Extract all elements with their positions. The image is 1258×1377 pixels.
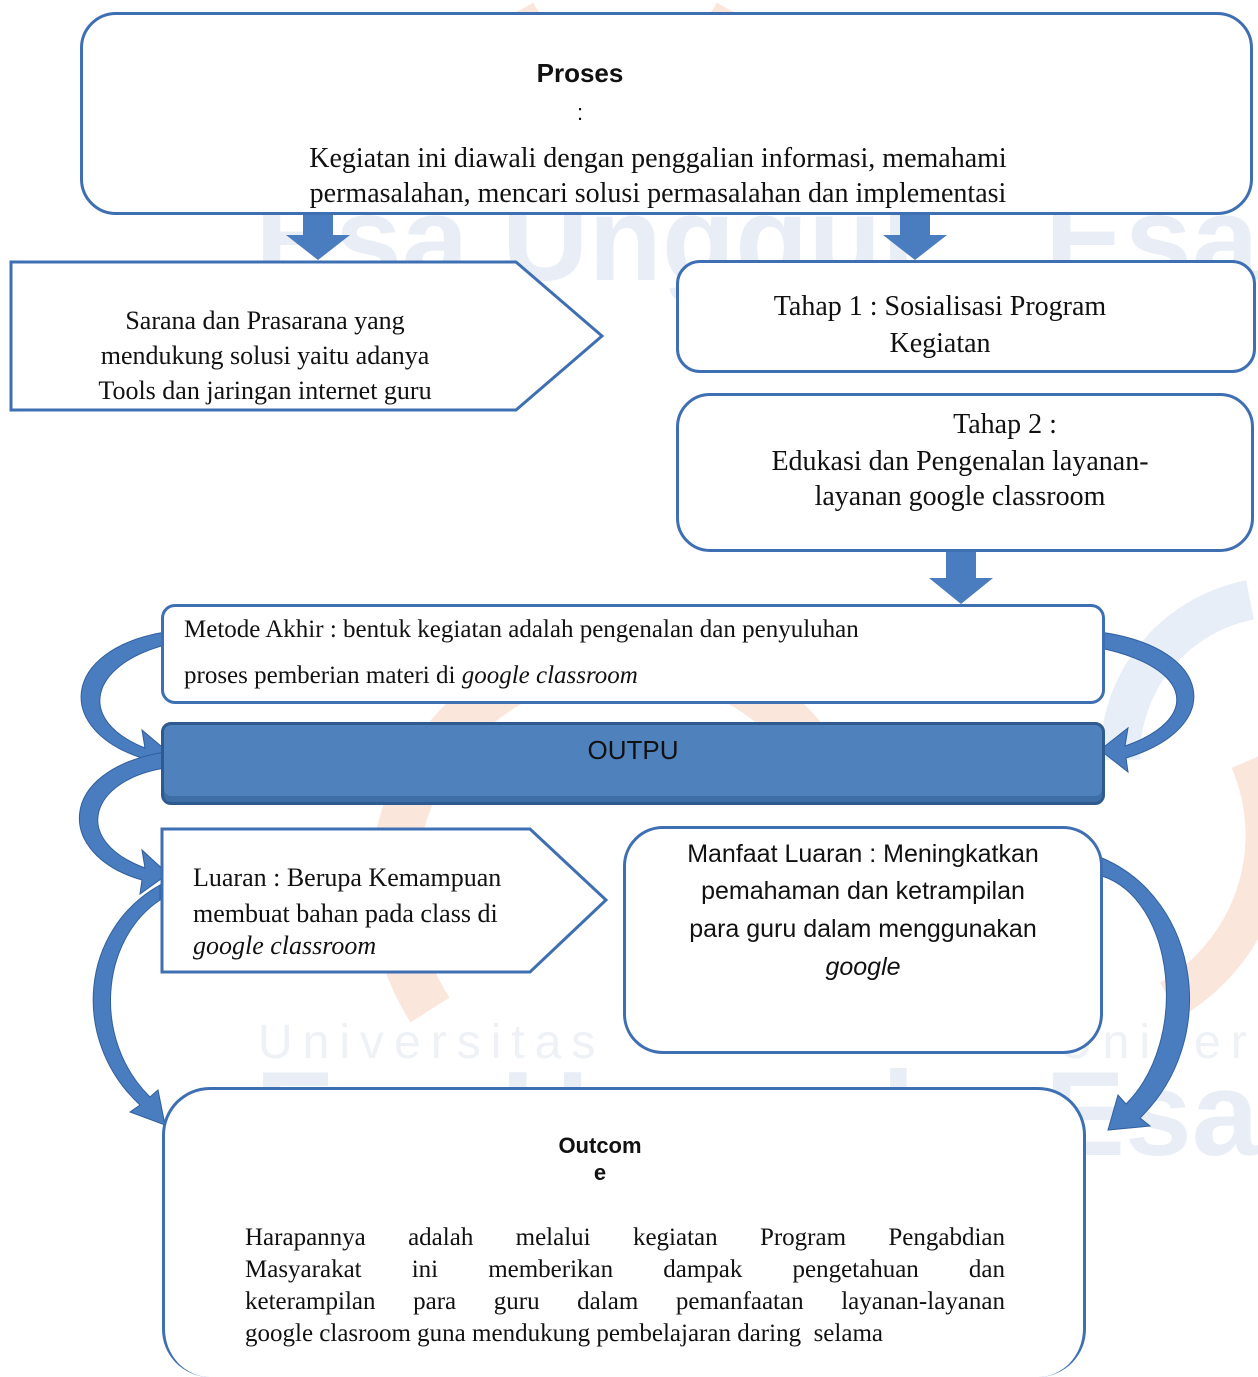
outcome-line2: Masyarakat ini memberikan dampak pengeta… [245,1256,1005,1283]
proses-line2: permasalahan, mencari solusi permasalaha… [309,178,1007,209]
sarana-line2: mendukung solusi yaitu adanya [100,341,430,370]
curved-arrow-icon [80,631,169,774]
manfaat-line1: Manfaat Luaran : Meningkatkan [687,840,1039,868]
tahap1-line2: Kegiatan [889,328,991,359]
manfaat-line2: pemahaman dan ketrampilan [701,877,1025,905]
tahap2-line1: Tahap 2 : [953,409,1057,440]
outcome-box [162,1087,1086,1377]
curved-arrow-icon [78,751,169,896]
luaran-line1: Luaran : Berupa Kemampuan [193,863,502,892]
tahap1-box [676,260,1256,373]
metode-line2: proses pemberian materi di google classr… [184,660,1084,692]
manfaat-box [623,826,1103,1054]
manfaat-line4: google [825,953,901,981]
manfaat-line3: para guru dalam menggunakan [689,915,1037,943]
proses-colon: : [576,100,584,125]
sarana-line3: Tools dan jaringan internet guru [98,376,432,405]
arrow-down-icon [929,552,993,604]
outcome-line4: google clasroom guna mendukung pembelaja… [245,1320,883,1347]
metode-box [161,604,1105,704]
tahap2-box [676,393,1254,552]
luaran-shape [160,827,609,974]
curved-arrow-icon [92,884,166,1126]
metode-line2-italic: google classroom [461,662,638,689]
sarana-shape [9,260,605,412]
outcome-title-line2: e [593,1160,607,1185]
curved-arrow-icon [1099,631,1195,774]
outcome-title-line1: Outcom [558,1133,642,1158]
luaran-line3: google classroom [193,931,377,960]
output-bar [161,722,1105,805]
output-label: OUTPU [587,735,679,765]
tahap2-line2: Edukasi dan Pengenalan layanan- [771,446,1149,477]
curved-arrow-icon [1101,857,1191,1131]
proses-title: Proses [536,58,624,88]
proses-box [80,12,1253,215]
tahap2-line3: layanan google classroom [814,481,1106,512]
metode-line2-prefix: proses pemberian materi di [184,662,462,689]
luaran-line2: membuat bahan pada class di [193,899,498,928]
arrow-down-icon [883,212,947,260]
arrow-down-icon [286,212,350,260]
sarana-line1: Sarana dan Prasarana yang [125,306,405,335]
metode-line1: Metode Akhir : bentuk kegiatan adalah pe… [184,616,859,643]
proses-line1: Kegiatan ini diawali dengan penggalian i… [309,143,1007,174]
tahap1-line1: Tahap 1 : Sosialisasi Program [773,291,1107,322]
watermark-univ-left: Universitas [258,1016,606,1069]
outcome-line1: Harapannya adalah melalui kegiatan Progr… [245,1224,1005,1251]
outcome-line3: keterampilan para guru dalam pemanfaatan… [245,1288,1005,1315]
